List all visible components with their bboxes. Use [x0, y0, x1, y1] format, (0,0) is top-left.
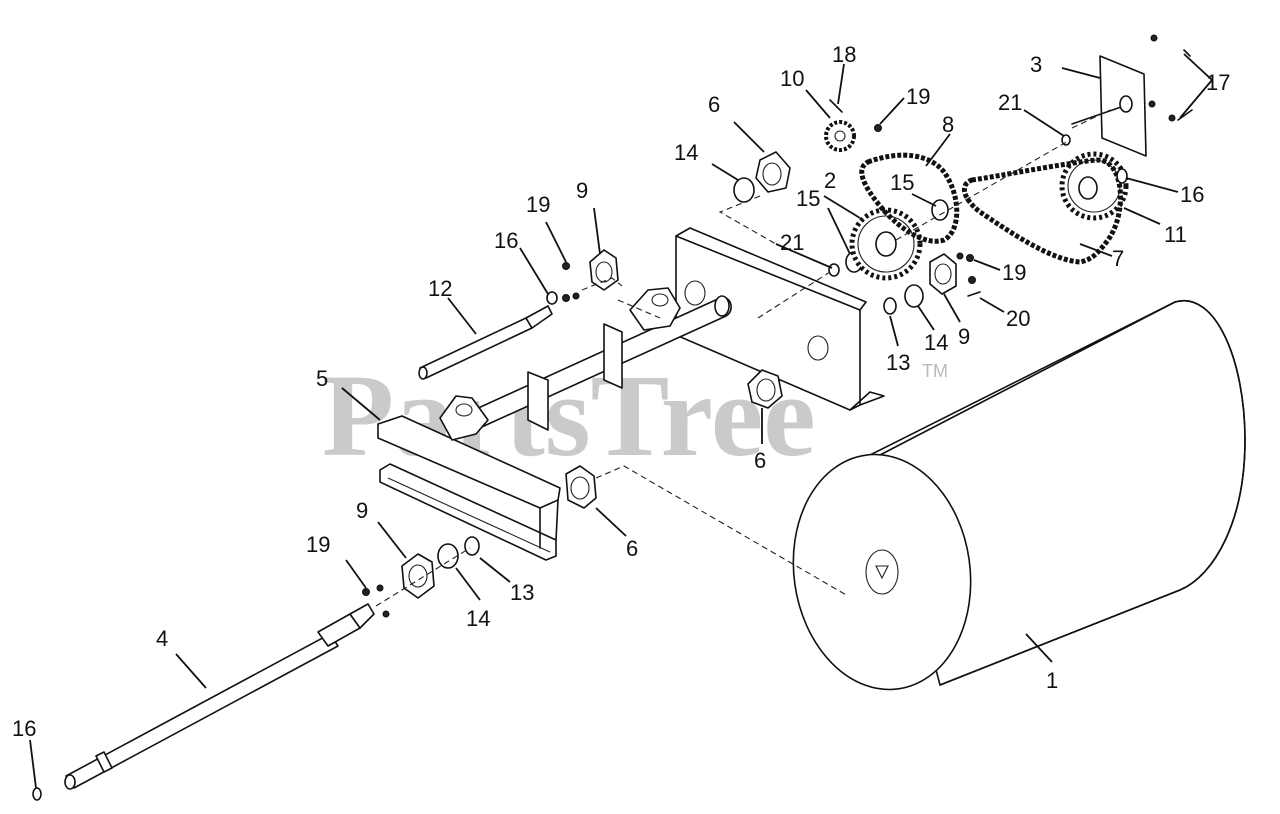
nut-19-right[interactable] — [966, 254, 974, 262]
assembly-centerlines — [375, 109, 1111, 607]
callout-6-top[interactable]: 6 — [708, 92, 720, 117]
bearing-flange-6-left[interactable] — [565, 465, 597, 509]
nut-17-a[interactable] — [1150, 34, 1158, 42]
callout-21-top[interactable]: 21 — [998, 90, 1022, 115]
callout-14-top[interactable]: 14 — [674, 140, 698, 165]
callout-6-left[interactable]: 6 — [626, 536, 638, 561]
callout-4[interactable]: 4 — [156, 626, 168, 651]
sprocket-rear[interactable] — [1059, 151, 1129, 221]
bolt-17-a[interactable] — [1177, 109, 1193, 121]
nut-19-bottom-c[interactable] — [382, 610, 390, 618]
callout-16-left[interactable]: 16 — [12, 716, 36, 741]
axle-shaft-long[interactable] — [64, 603, 375, 790]
callout-6-right[interactable]: 6 — [754, 448, 766, 473]
frame-channel-front[interactable] — [377, 415, 561, 561]
nut-19-bottom[interactable] — [362, 588, 370, 596]
bolt-18[interactable] — [829, 99, 843, 113]
callout-5[interactable]: 5 — [316, 366, 328, 391]
bearing-14-right[interactable] — [904, 284, 924, 308]
callout-16-right[interactable]: 16 — [1180, 182, 1204, 207]
bushing-15-right[interactable] — [931, 199, 949, 221]
callout-12[interactable]: 12 — [428, 276, 452, 301]
chain-short[interactable] — [859, 152, 960, 244]
callout-2[interactable]: 2 — [824, 168, 836, 193]
nut-19-top[interactable] — [874, 124, 882, 132]
callout-9-bottom[interactable]: 9 — [356, 498, 368, 523]
callout-9-right[interactable]: 9 — [958, 324, 970, 349]
sprocket-large[interactable] — [849, 207, 923, 281]
ring-16-right[interactable] — [1116, 168, 1128, 184]
ring-16-mid[interactable] — [546, 291, 558, 305]
spacer-13-right[interactable] — [883, 297, 897, 315]
callout-11[interactable]: 11 — [1164, 222, 1187, 247]
callout-13-right[interactable]: 13 — [886, 350, 910, 375]
nut-19-a[interactable] — [562, 262, 570, 270]
bolt-17-b[interactable] — [1183, 49, 1191, 57]
mounting-plate[interactable] — [1071, 55, 1147, 157]
callout-19-right[interactable]: 19 — [1002, 260, 1026, 285]
callout-1[interactable]: 1 — [1046, 668, 1058, 693]
bearing-flange-9-top[interactable] — [589, 249, 619, 291]
nut-19-bottom-b[interactable] — [376, 584, 384, 592]
bearing-flange-6-top[interactable] — [755, 151, 791, 193]
nut-17-c[interactable] — [1148, 100, 1156, 108]
callout-15-left[interactable]: 15 — [796, 186, 820, 211]
nut-19-c[interactable] — [572, 292, 580, 300]
bolt-20[interactable] — [967, 291, 981, 297]
bearing-14-bottom[interactable] — [437, 543, 459, 569]
callout-13-bottom[interactable]: 13 — [510, 580, 534, 605]
nut-19-right-b[interactable] — [968, 276, 976, 284]
callout-18[interactable]: 18 — [832, 42, 856, 67]
nut-17-b[interactable] — [1168, 114, 1176, 122]
bearing-flange-9-bottom[interactable] — [401, 553, 435, 599]
callout-16-mid[interactable]: 16 — [494, 228, 518, 253]
callout-19-top[interactable]: 19 — [906, 84, 930, 109]
nut-19-right-c[interactable] — [956, 252, 964, 260]
callout-15-right[interactable]: 15 — [890, 170, 914, 195]
callout-20[interactable]: 20 — [1006, 306, 1030, 331]
callout-14-right[interactable]: 14 — [924, 330, 948, 355]
cross-tube[interactable] — [439, 287, 732, 441]
bearing-flange-6-right[interactable] — [747, 369, 783, 409]
leader-lines — [29, 53, 1213, 789]
callout-21-mid[interactable]: 21 — [780, 230, 804, 255]
washer-21-mid[interactable] — [828, 263, 840, 277]
shaft-short[interactable] — [418, 305, 553, 380]
callout-17[interactable]: 17 — [1206, 70, 1230, 95]
hardware-group — [32, 34, 1193, 801]
bearing-flange-9-right[interactable] — [929, 253, 957, 295]
nut-19-b[interactable] — [562, 294, 570, 302]
spacer-13-bottom[interactable] — [464, 536, 480, 556]
bearing-14-top[interactable] — [733, 177, 755, 203]
callout-numbers: 1 2 3 4 5 6 6 6 7 8 9 9 9 10 11 12 13 13… — [12, 42, 1230, 741]
watermark-trademark: TM — [922, 361, 948, 381]
callout-19-bottom[interactable]: 19 — [306, 532, 330, 557]
callout-19-mid[interactable]: 19 — [526, 192, 550, 217]
callout-9-top[interactable]: 9 — [576, 178, 588, 203]
sprocket-small[interactable] — [824, 120, 856, 152]
ring-16-left[interactable] — [32, 787, 42, 801]
roller-drum[interactable] — [778, 299, 1246, 701]
callout-8[interactable]: 8 — [942, 112, 954, 137]
callout-3[interactable]: 3 — [1030, 52, 1042, 77]
callout-7[interactable]: 7 — [1112, 246, 1124, 271]
callout-10[interactable]: 10 — [780, 66, 804, 91]
callout-14-bottom[interactable]: 14 — [466, 606, 490, 631]
